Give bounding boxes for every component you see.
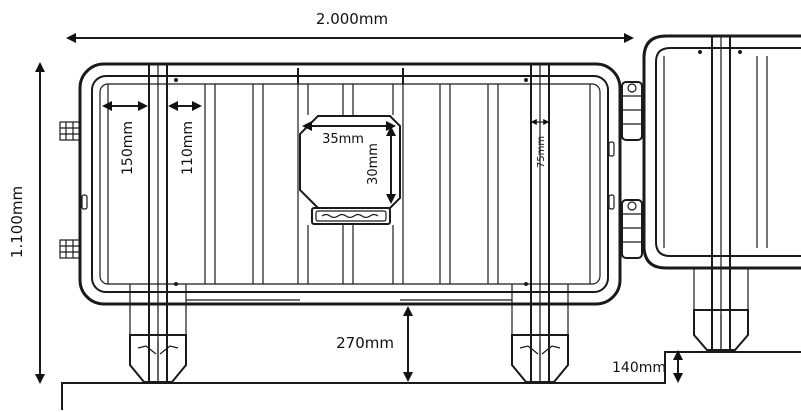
left-hinge-upper (59, 121, 81, 141)
handle-slot-inner (315, 210, 387, 222)
outer-frame (78, 62, 622, 306)
side-slot-right (608, 194, 615, 210)
main-barrier-panel (59, 62, 622, 306)
bar-width-label: 75mm (536, 136, 547, 168)
left-post-and-foot (129, 63, 300, 383)
post-gap-outer-label: 150mm (120, 121, 136, 175)
side-slot-left (81, 194, 88, 210)
total-width-label: 2.000mm (316, 10, 388, 28)
infill-bars (107, 84, 591, 284)
right-post-and-foot (400, 63, 569, 383)
top-post-stubs (297, 68, 404, 84)
post-gap-inner-label: 110mm (180, 121, 196, 175)
step-height-label: 140mm (612, 360, 666, 376)
inner-frame (91, 75, 609, 293)
sign-width-label: 35mm (322, 132, 364, 147)
adjacent-barrier-panel (642, 34, 801, 351)
leg-clearance-label: 270mm (336, 334, 394, 352)
handle-grip (321, 213, 379, 219)
side-slot-right-upper (608, 141, 615, 157)
handle-slot (311, 207, 391, 225)
sign-plate (299, 115, 401, 209)
panel-inner-border (99, 83, 601, 285)
ground-step-line (61, 351, 801, 410)
total-height-label: 1.100mm (8, 186, 26, 258)
rivets (174, 78, 528, 286)
panel-connector-hinge (621, 81, 643, 259)
sign-height-label: 30mm (366, 143, 381, 185)
left-hinge-lower (59, 239, 81, 259)
